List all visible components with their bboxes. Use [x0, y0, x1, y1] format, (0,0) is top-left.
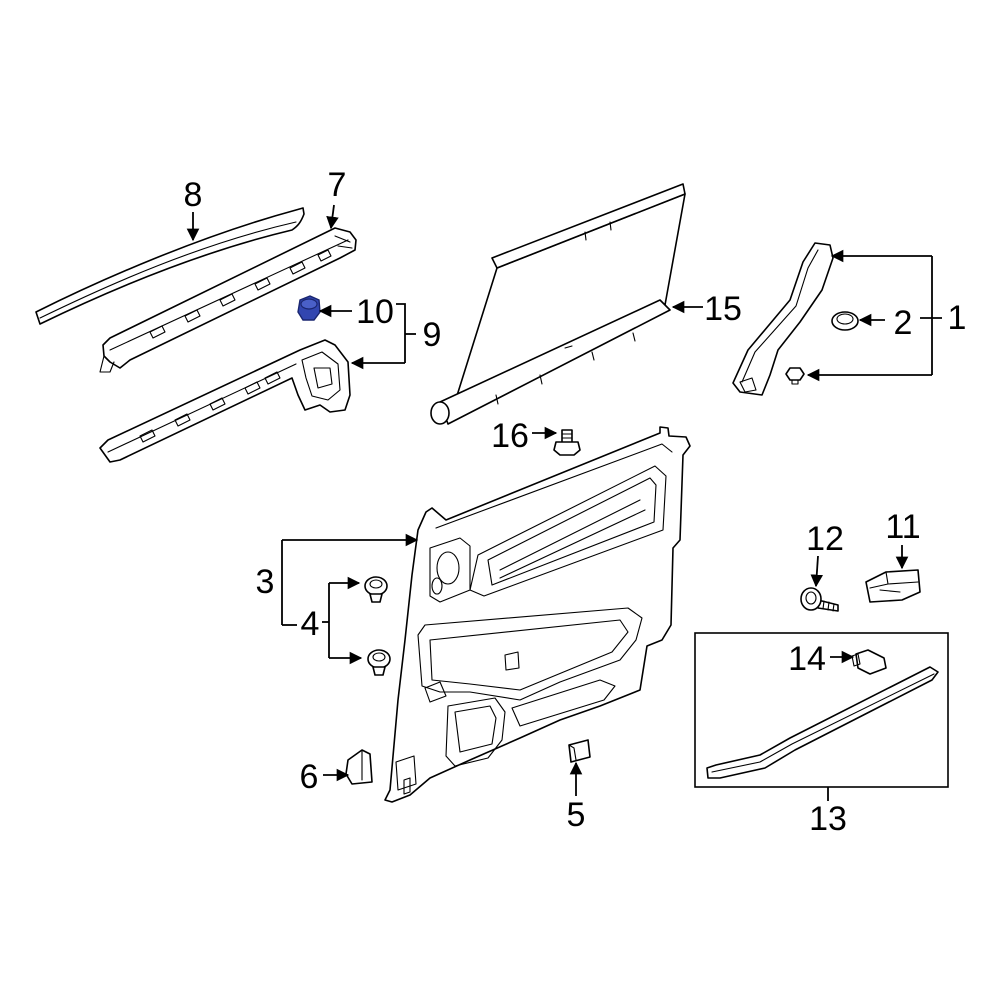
part-6 — [345, 749, 373, 785]
part-10 — [297, 295, 321, 321]
callout-5: 5 — [567, 796, 586, 834]
part-16 — [553, 429, 581, 456]
pillar-clip — [785, 367, 805, 385]
part-13 — [706, 666, 939, 779]
part-12 — [800, 587, 839, 612]
callout-8: 8 — [184, 176, 203, 214]
callout-7: 7 — [328, 166, 347, 204]
callout-6: 6 — [300, 758, 319, 796]
part-5 — [568, 739, 591, 763]
callout-4: 4 — [301, 605, 320, 643]
part-9 — [99, 339, 351, 463]
callout-13: 13 — [809, 800, 847, 838]
callout-labels: 1 2 3 4 5 6 7 8 9 10 11 12 13 14 15 16 — [184, 166, 967, 838]
part-13-box — [694, 632, 949, 788]
leader-lines — [186, 204, 942, 801]
callout-11: 11 — [885, 508, 920, 546]
callout-9: 9 — [423, 316, 442, 354]
part-3 — [384, 426, 691, 803]
part-4-upper-clip — [364, 576, 388, 603]
part-8 — [35, 207, 305, 325]
part-4-lower-clip — [367, 649, 391, 676]
callout-16: 16 — [491, 417, 529, 455]
part-7 — [99, 227, 357, 373]
part-2 — [831, 311, 859, 331]
callout-14: 14 — [788, 640, 826, 678]
callout-3: 3 — [256, 563, 275, 601]
part-14 — [851, 649, 887, 675]
part-15 — [430, 183, 686, 425]
callout-10: 10 — [356, 293, 394, 331]
part-1 — [732, 242, 834, 396]
callout-1: 1 — [948, 299, 967, 337]
part-11 — [865, 569, 921, 603]
callout-15: 15 — [704, 290, 742, 328]
callout-2: 2 — [894, 304, 913, 342]
callout-12: 12 — [806, 520, 844, 558]
